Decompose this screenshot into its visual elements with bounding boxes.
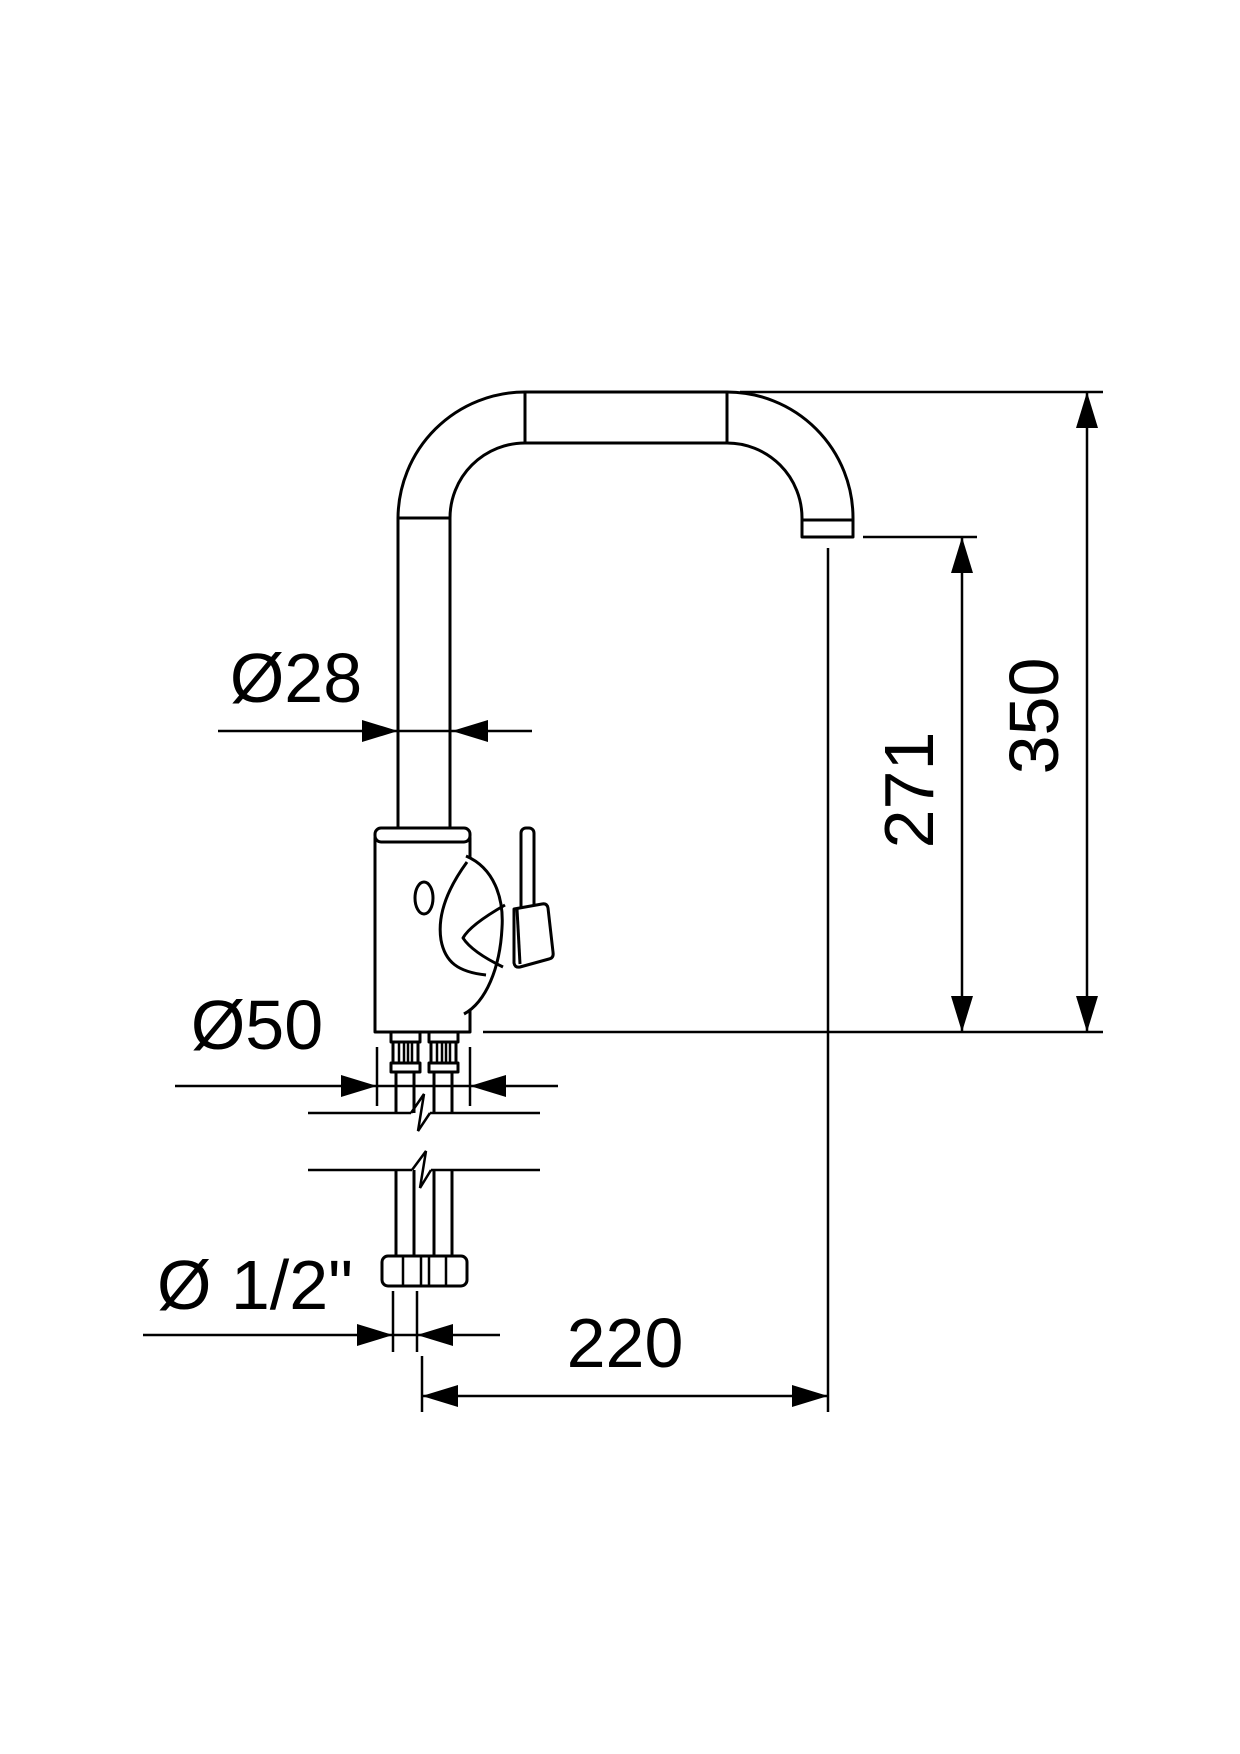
handle-rod xyxy=(519,826,536,914)
hose-left-lower xyxy=(394,1170,416,1256)
dim28-arrow-left xyxy=(362,720,398,742)
dim350-arrow-bottom xyxy=(1076,996,1098,1032)
connector-right-ribs xyxy=(435,1042,452,1063)
supply-hoses xyxy=(308,1072,540,1256)
dim220-label: 220 xyxy=(567,1304,684,1382)
handle-cam-chevron xyxy=(461,903,506,969)
hose-right-upper xyxy=(432,1072,454,1113)
dim28-arrow-right xyxy=(452,720,488,742)
body-column xyxy=(373,836,472,1034)
dim-base-diameter: Ø50 xyxy=(175,986,558,1106)
dim271-arrow-bottom xyxy=(951,996,973,1032)
hose-left-upper xyxy=(394,1072,416,1113)
handle-dome-outline xyxy=(463,854,504,1016)
connector-right-bottom-flange xyxy=(427,1061,460,1074)
break-zigzag-upper xyxy=(409,1093,432,1132)
dim-spout-reach: 220 xyxy=(420,548,830,1412)
body-top-plate xyxy=(373,826,472,844)
faucet-body xyxy=(373,826,506,1034)
dim-connection-size: Ø 1/2" xyxy=(143,1246,500,1346)
spout-outline xyxy=(396,390,855,834)
dim220-arrow-right xyxy=(792,1385,828,1407)
handle-cam-curve xyxy=(438,861,487,977)
dim50-arrow-left xyxy=(341,1075,377,1097)
dim350-arrow-top xyxy=(1076,392,1098,428)
dim50-label: Ø50 xyxy=(191,986,323,1064)
dim-overall-height: 350 xyxy=(483,390,1103,1034)
dim12-arrow-right xyxy=(417,1324,453,1346)
connector-right-body xyxy=(429,1040,458,1065)
dim50-arrow-right xyxy=(470,1075,506,1097)
spout-tube xyxy=(396,390,855,834)
dim220-arrow-left xyxy=(422,1385,458,1407)
handle-grip-joint xyxy=(515,908,522,965)
connector-left-bottom-flange xyxy=(389,1061,422,1074)
break-zigzag-lower xyxy=(410,1150,433,1189)
connector-left-body xyxy=(391,1040,420,1065)
dim12-label: Ø 1/2" xyxy=(157,1246,353,1324)
thread-stub-edges xyxy=(391,1291,419,1352)
hose-right-lower xyxy=(432,1170,454,1256)
dim12-arrow-left xyxy=(357,1324,393,1346)
connector-left-ribs xyxy=(397,1042,414,1063)
dim-tube-diameter: Ø28 xyxy=(218,639,532,742)
handle-grip xyxy=(512,902,555,969)
base-connectors xyxy=(389,1030,460,1074)
dim271-label: 271 xyxy=(870,732,948,849)
body-oval-marking xyxy=(413,880,435,916)
dim28-label: Ø28 xyxy=(230,639,362,717)
dim-outlet-height: 271 xyxy=(863,535,977,1032)
dim271-arrow-top xyxy=(951,537,973,573)
dim350-label: 350 xyxy=(995,658,1073,775)
hex-nut-facets xyxy=(401,1257,448,1285)
mixer-handle xyxy=(512,826,555,969)
handle-dome-fill xyxy=(464,856,503,1014)
hex-nuts xyxy=(380,1254,469,1352)
hex-nut-block xyxy=(380,1254,469,1288)
